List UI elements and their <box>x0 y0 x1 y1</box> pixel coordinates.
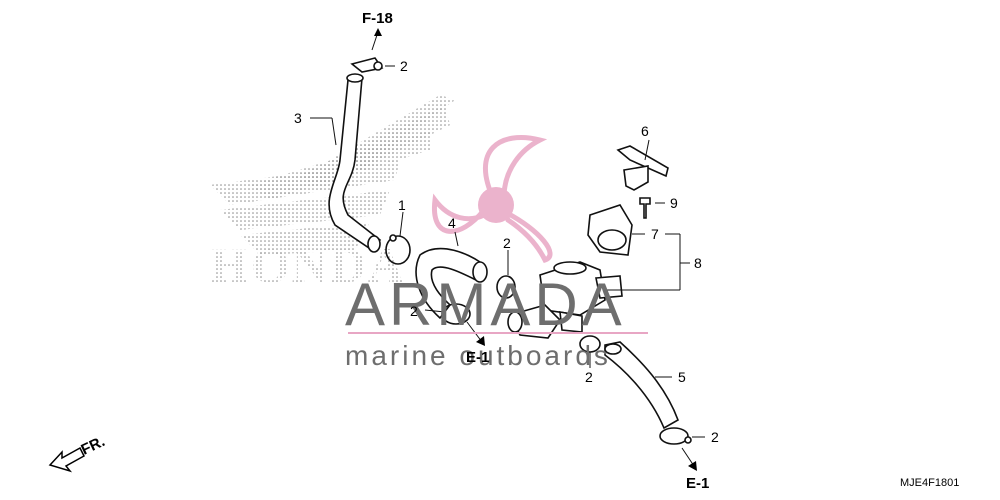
callout-6: 6 <box>641 123 649 139</box>
ref-e1-center: E-1 <box>466 349 489 366</box>
front-label: FR. <box>79 433 108 459</box>
callout-3: 3 <box>294 110 302 126</box>
callout-2-bottom: 2 <box>711 429 719 445</box>
callout-8: 8 <box>694 255 702 271</box>
hose-clamp-center-left <box>441 303 471 325</box>
hose-clamp-bottom <box>659 427 692 445</box>
bolt-9 <box>639 197 651 219</box>
watermark-subtitle: marine outboards <box>345 340 611 371</box>
callout-2-top: 2 <box>400 58 408 74</box>
callout-5: 5 <box>678 369 686 385</box>
callout-7: 7 <box>651 226 659 242</box>
air-pipe-3 <box>328 73 382 253</box>
ref-f18: F-18 <box>362 10 393 27</box>
watermark-title: ARMADA <box>345 271 626 338</box>
leader-lines <box>310 28 705 471</box>
diagram-code: MJE4F1801 <box>900 477 959 489</box>
ref-e1-bottom: E-1 <box>686 475 709 492</box>
clip-top <box>350 57 384 73</box>
callout-2-center: 2 <box>503 235 511 251</box>
callout-9: 9 <box>670 195 678 211</box>
callout-4: 4 <box>448 215 456 231</box>
propeller-watermark-icon <box>431 135 553 264</box>
callout-1: 1 <box>398 197 406 213</box>
air-hose-5 <box>604 341 679 430</box>
rubber-mount-7 <box>587 204 633 256</box>
hose-clamp-center-right <box>496 275 516 299</box>
bracket-6 <box>616 145 669 191</box>
air-hose-4 <box>415 247 488 320</box>
callout-2-lower: 2 <box>585 369 593 385</box>
front-direction-arrow-icon: FR. <box>48 433 108 473</box>
callout-2-left: 2 <box>410 303 418 319</box>
air-suction-valve <box>507 261 623 339</box>
hose-clamp-1 <box>385 234 411 265</box>
